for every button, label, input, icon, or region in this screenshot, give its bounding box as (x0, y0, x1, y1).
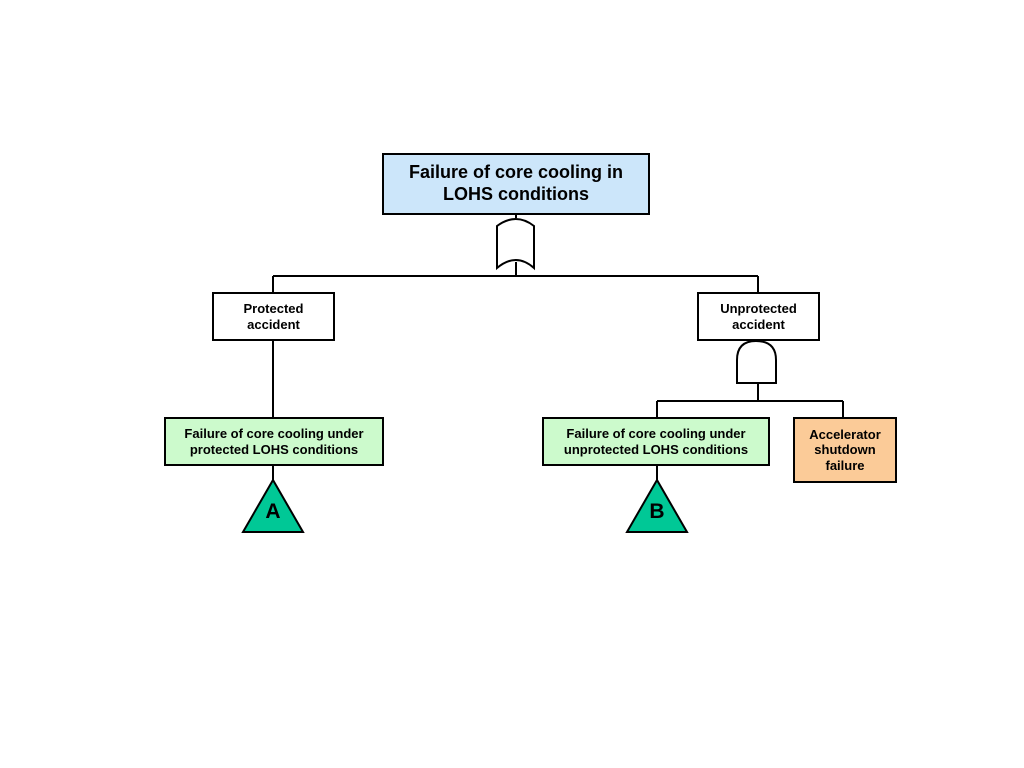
protected-accident-label: Protected accident (243, 300, 304, 332)
protected-lohs-box: Failure of core cooling under protected … (164, 417, 384, 466)
unprotected-lohs-box: Failure of core cooling under unprotecte… (542, 417, 770, 466)
transfer-a-label: A (265, 500, 281, 523)
unprotected-accident-label: Unprotected accident (720, 300, 797, 332)
connector-lines (272, 215, 844, 480)
transfer-b-triangle-icon (625, 477, 689, 533)
transfer-a-triangle-icon (241, 477, 305, 533)
unprotected-accident-box: Unprotected accident (697, 292, 820, 341)
transfer-b-label: B (649, 500, 665, 523)
accelerator-shutdown-label: Accelerator shutdown failure (809, 426, 881, 473)
top-event-label: Failure of core cooling in LOHS conditio… (408, 162, 624, 204)
unprotected-lohs-label: Failure of core cooling under unprotecte… (563, 425, 749, 457)
accelerator-shutdown-box: Accelerator shutdown failure (793, 417, 897, 483)
top-event-box: Failure of core cooling in LOHS conditio… (382, 153, 650, 215)
protected-lohs-label: Failure of core cooling under protected … (184, 425, 364, 457)
protected-accident-box: Protected accident (212, 292, 335, 341)
and-gate-icon (736, 339, 777, 384)
or-gate-icon (496, 218, 535, 271)
